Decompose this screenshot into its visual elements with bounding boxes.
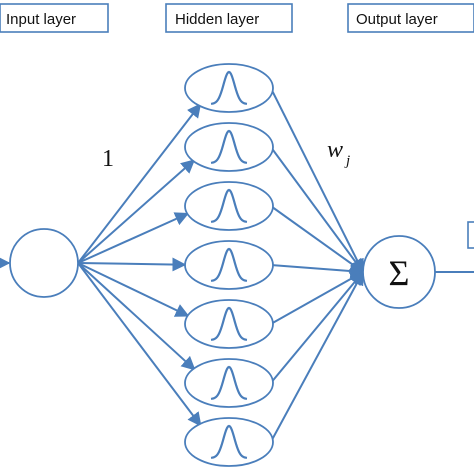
connection-edges bbox=[77, 87, 365, 443]
gaussian-curve-icon bbox=[210, 306, 248, 341]
output-layer-label: Output layer bbox=[356, 11, 438, 28]
hidden-layer-label: Hidden layer bbox=[175, 11, 259, 28]
edge-input-to-hidden bbox=[77, 262, 202, 427]
edge-input-to-hidden bbox=[77, 257, 187, 272]
edge-hidden-to-output bbox=[269, 270, 364, 443]
gaussian-curve-icon bbox=[210, 129, 248, 164]
hidden-neuron bbox=[184, 240, 274, 290]
edge-hidden-to-output bbox=[270, 205, 365, 273]
input-layer-label: Input layer bbox=[6, 11, 76, 28]
edge-hidden-to-output bbox=[270, 270, 364, 384]
hidden-neuron-ellipse bbox=[184, 240, 274, 290]
edge-hidden-to-output bbox=[269, 146, 364, 274]
gaussian-curve-icon bbox=[210, 188, 248, 223]
sum-symbol: Σ bbox=[389, 253, 410, 293]
hidden-neuron-ellipse bbox=[184, 122, 274, 172]
output-weight-label: w bbox=[327, 137, 343, 163]
edge-hidden-to-output bbox=[269, 87, 364, 274]
hidden-layer-label-box: Hidden layer bbox=[165, 3, 293, 33]
edge-input-to-hidden bbox=[77, 262, 196, 371]
hidden-neurons bbox=[184, 63, 274, 467]
edge-hidden-to-output bbox=[270, 271, 365, 325]
edge-input-to-hidden bbox=[77, 262, 190, 317]
hidden-neuron-ellipse bbox=[184, 63, 274, 113]
edge-input-to-hidden bbox=[77, 212, 190, 264]
gaussian-curve-icon bbox=[210, 247, 248, 282]
hidden-neuron bbox=[184, 299, 274, 349]
output-layer-label-box: Output layer bbox=[347, 3, 474, 33]
hidden-neuron bbox=[184, 358, 274, 408]
hidden-neuron-ellipse bbox=[184, 417, 274, 467]
hidden-neuron-ellipse bbox=[184, 358, 274, 408]
edge-input-to-hidden bbox=[77, 103, 202, 264]
gaussian-curve-icon bbox=[210, 70, 248, 105]
gaussian-curve-icon bbox=[210, 365, 248, 400]
hidden-neuron bbox=[184, 181, 274, 231]
input-neuron bbox=[9, 228, 79, 298]
edge-input-to-hidden bbox=[77, 159, 196, 264]
hidden-neuron bbox=[184, 63, 274, 113]
edge-hidden-to-output bbox=[270, 264, 365, 279]
gaussian-curve-icon bbox=[210, 424, 248, 459]
hidden-neuron-ellipse bbox=[184, 299, 274, 349]
hidden-neuron-ellipse bbox=[184, 181, 274, 231]
output-box-partial bbox=[467, 221, 474, 249]
hidden-neuron bbox=[184, 417, 274, 467]
hidden-neuron bbox=[184, 122, 274, 172]
output-weight-subscript: j bbox=[344, 153, 350, 169]
input-weight-label: 1 bbox=[102, 146, 114, 172]
input-layer-label-box: Input layer bbox=[0, 3, 109, 33]
